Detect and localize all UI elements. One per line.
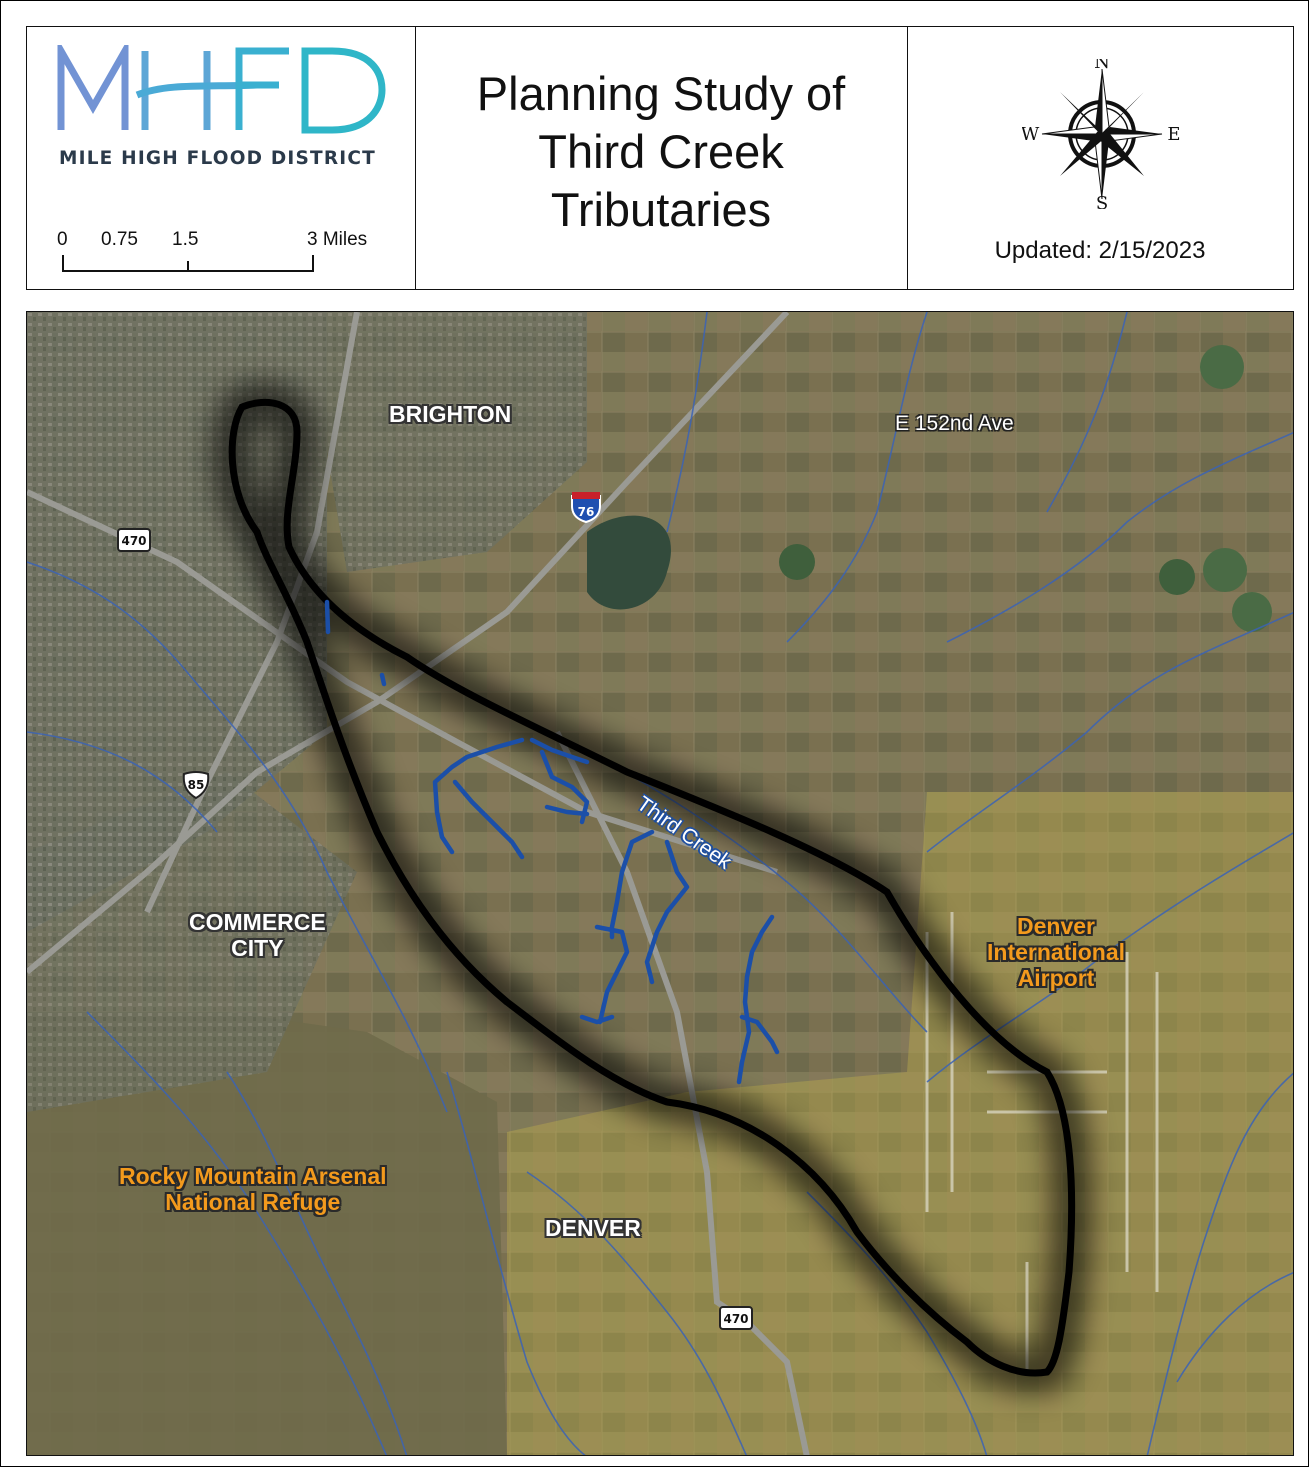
i76 bbox=[27, 312, 790, 975]
compass-n: N bbox=[1094, 59, 1110, 73]
commerce-city-urban bbox=[27, 772, 357, 1112]
streams bbox=[27, 312, 1293, 1455]
label-e152nd-ave: E 152nd Ave bbox=[895, 412, 1014, 435]
brighton-urban bbox=[327, 312, 587, 572]
center-pivot-5 bbox=[779, 544, 815, 580]
scale-label-15: 1.5 bbox=[172, 229, 199, 250]
scale-label-0: 0 bbox=[57, 229, 68, 250]
updated-date: Updated: 2/15/2023 bbox=[994, 237, 1206, 264]
label-denver-international-airport: Denver International Airport bbox=[987, 913, 1126, 991]
e470-north bbox=[27, 489, 778, 875]
airport-tint bbox=[507, 792, 1293, 1455]
compass-s: S bbox=[1096, 193, 1108, 209]
label-rma-2: National Refuge bbox=[165, 1188, 341, 1215]
scale-label-3: 3 Miles bbox=[307, 229, 368, 250]
mhfd-logo bbox=[57, 45, 386, 134]
us85-shield-icon: 85 bbox=[182, 771, 210, 800]
map-header: MILE HIGH FLOOD DISTRICT 0 0.75 1.5 3 Mi… bbox=[26, 26, 1294, 290]
label-rocky-mountain-arsenal: Rocky Mountain Arsenal National Refuge bbox=[119, 1163, 387, 1216]
svg-text:470: 470 bbox=[723, 1312, 748, 1326]
compass-panel: N S E W Updated: 2/15/2023 bbox=[907, 27, 1293, 289]
label-dia-3: Airport bbox=[1017, 964, 1095, 991]
center-pivot-1 bbox=[1200, 345, 1244, 389]
e470-south-shield-icon: 470 bbox=[719, 1306, 753, 1330]
map-basemap bbox=[27, 312, 1293, 1455]
label-rma-1: Rocky Mountain Arsenal bbox=[119, 1163, 387, 1189]
scale-bar bbox=[62, 255, 314, 272]
map-frame[interactable]: BRIGHTON E 152nd Ave COMMERCE CITY Denve… bbox=[26, 311, 1294, 1456]
title-line-1: Planning Study of bbox=[476, 67, 846, 120]
north-arrow-icon: N S E W bbox=[1022, 59, 1181, 209]
title-line-2: Third Creek bbox=[538, 125, 784, 178]
compass-e: E bbox=[1167, 124, 1180, 145]
svg-text:76: 76 bbox=[578, 505, 595, 519]
label-denver: DENVER bbox=[545, 1215, 641, 1241]
e470-south bbox=[554, 730, 810, 1455]
label-brighton: BRIGHTON bbox=[389, 401, 512, 427]
scale-label-075: 0.75 bbox=[101, 229, 138, 250]
label-commerce: COMMERCE bbox=[189, 909, 326, 935]
svg-text:470: 470 bbox=[121, 534, 146, 548]
scale-labels: 0 0.75 1.5 3 Miles bbox=[27, 229, 415, 253]
map-title: Planning Study of Third Creek Tributarie… bbox=[415, 65, 907, 239]
title-panel: Planning Study of Third Creek Tributarie… bbox=[415, 27, 908, 289]
center-pivot-2 bbox=[1203, 548, 1247, 592]
compass-w: W bbox=[1022, 124, 1040, 145]
study-boundary bbox=[228, 398, 1076, 1377]
label-city: CITY bbox=[231, 934, 284, 961]
highways bbox=[27, 312, 810, 1455]
svg-text:85: 85 bbox=[188, 778, 205, 792]
title-line-3: Tributaries bbox=[550, 183, 772, 236]
label-dia-1: Denver bbox=[1017, 913, 1095, 939]
center-pivot-3 bbox=[1232, 592, 1272, 632]
label-dia-2: International bbox=[987, 938, 1126, 965]
label-commerce-city: COMMERCE CITY bbox=[189, 909, 326, 962]
tributaries bbox=[324, 599, 780, 1085]
us85 bbox=[144, 312, 360, 914]
arsenal-area bbox=[27, 1012, 507, 1455]
logo-panel: MILE HIGH FLOOD DISTRICT 0 0.75 1.5 3 Mi… bbox=[27, 27, 416, 289]
logo-subtitle: MILE HIGH FLOOD DISTRICT bbox=[59, 148, 376, 169]
barr-lake bbox=[587, 515, 671, 610]
e470-shield-icon: 470 bbox=[117, 528, 151, 552]
center-pivot-4 bbox=[1159, 559, 1195, 595]
i76-shield-icon: 76 bbox=[571, 492, 601, 524]
